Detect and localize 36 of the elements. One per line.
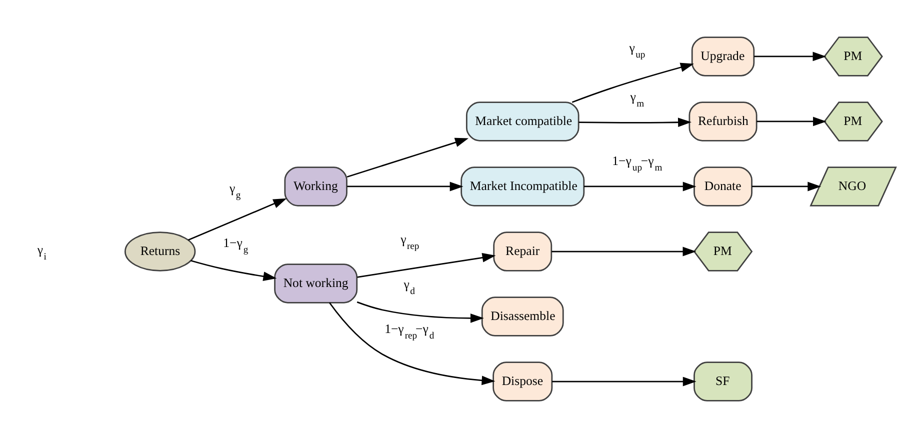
- arrow: [356, 301, 484, 323]
- node-box: Market compatible: [466, 102, 580, 142]
- node-box: Working: [284, 166, 348, 206]
- arrow: [347, 182, 464, 192]
- edge-label: γ$_{rep}$: [400, 232, 420, 252]
- edge-label: γ$_{up}$: [629, 40, 646, 60]
- arrow: [190, 260, 277, 282]
- edge-label: γ$_{g}$: [230, 181, 241, 201]
- edge-label: 1−γ$_{up}$−γ$_{m}$: [612, 154, 662, 174]
- arrow: [552, 246, 696, 256]
- edge-label: 1−γ$_{rep}$−γ$_{d}$: [384, 322, 434, 342]
- arrow: [357, 252, 496, 278]
- arrow: [346, 138, 469, 178]
- arrow: [584, 182, 696, 192]
- edge-label: 1−γ$_{g}$: [223, 236, 248, 256]
- node-box: Donate: [694, 166, 752, 206]
- edge-label: γ$_{d}$: [404, 277, 415, 297]
- edge-label: γ$_{m}$: [630, 90, 644, 110]
- arrow: [572, 62, 694, 103]
- node-box: SF: [694, 362, 752, 402]
- arrow: [552, 376, 696, 386]
- arrow: [578, 118, 692, 128]
- arrow: [756, 116, 826, 126]
- node-box: Not working: [274, 264, 358, 304]
- node-ellipse: Returns: [124, 232, 196, 272]
- label: γ$_{i}$: [37, 242, 46, 262]
- arrow: [754, 52, 826, 62]
- arrow: [752, 182, 822, 192]
- node-box: Refurbish: [688, 102, 758, 142]
- node-box: Market Incompatible: [460, 166, 585, 206]
- arrow: [188, 198, 287, 241]
- node-box: Upgrade: [691, 36, 755, 76]
- node-box: Dispose: [492, 362, 553, 402]
- node-box: Repair: [493, 232, 552, 272]
- arrow: [329, 302, 496, 386]
- node-box: Disassemble: [481, 296, 564, 336]
